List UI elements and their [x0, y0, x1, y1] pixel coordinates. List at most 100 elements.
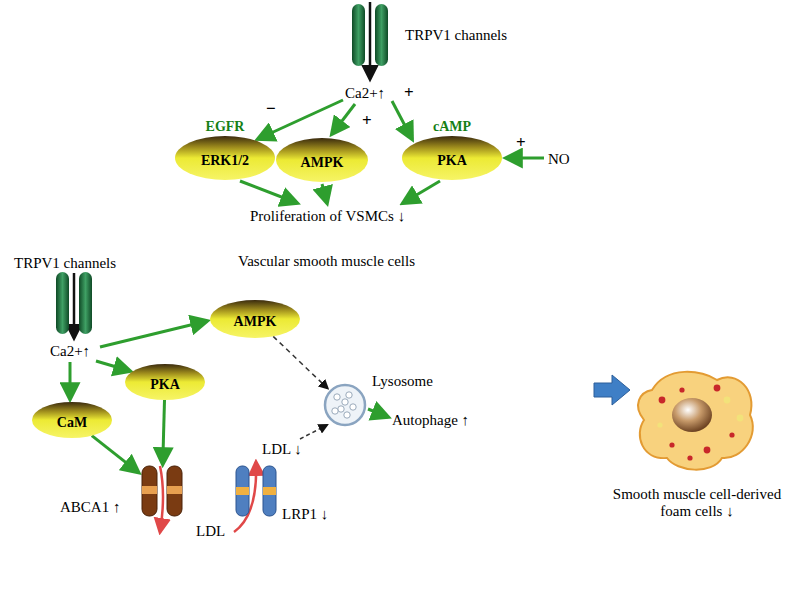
abca-shape: ABCA1 ↑	[140, 466, 184, 516]
text-holder: +	[404, 83, 414, 103]
connector-arrow	[273, 336, 327, 388]
protein-oval: CaM	[32, 402, 112, 438]
lipid-droplet	[657, 422, 662, 427]
node-label: Proliferation of VSMCs ↓	[250, 208, 405, 224]
text-holder: PKA	[125, 364, 205, 400]
connector-arrow	[92, 436, 139, 473]
signal-arrow	[96, 361, 130, 371]
signal-arrow	[332, 104, 355, 134]
vesicle	[342, 399, 348, 405]
channel-shape: TRPV1 channels	[352, 4, 388, 66]
effect-sign: +	[404, 83, 414, 102]
lrp-shape: LRP1 ↓	[236, 466, 276, 516]
lipid-droplet	[737, 415, 744, 422]
node-label: Lysosome	[372, 373, 433, 389]
connector-arrow	[163, 400, 165, 464]
text-holder: ERK1/2	[175, 136, 275, 180]
signal-arrow	[368, 409, 388, 417]
text-holder: CaM	[32, 402, 112, 438]
text-holder: AMPK	[276, 138, 368, 182]
node-label: Smooth muscle cell-derived foam cells ↓	[607, 486, 787, 521]
signal-arrow	[403, 181, 440, 203]
text-holder: Ca2+↑	[345, 84, 385, 102]
node-label: ABCA1 ↑	[60, 499, 120, 515]
ldl-uptake-arrow	[234, 462, 256, 532]
text-holder: EGFR	[206, 117, 245, 135]
cell-body: Ca2+↑Proliferation of VSMCs ↓EGFRERK1/2A…	[130, 28, 710, 246]
signal-arrow	[506, 157, 544, 160]
text-holder: Lysosome	[372, 372, 433, 390]
protein-oval: EGFRERK1/2	[175, 136, 275, 180]
vesicle	[350, 404, 356, 410]
vesicle	[332, 408, 338, 414]
vesicle	[334, 394, 340, 400]
lipid-droplet	[669, 442, 674, 447]
effect-sign: −	[266, 99, 276, 118]
text-holder: LDL	[196, 522, 225, 540]
text-holder: ABCA1 ↑	[60, 498, 120, 516]
text-holder: TRPV1 channels	[14, 254, 116, 272]
text-holder: −	[266, 99, 276, 119]
blob2-outline	[10, 278, 592, 518]
signal-arrow	[240, 181, 297, 203]
vesicle	[346, 392, 352, 398]
channel-outline	[56, 272, 92, 334]
text-holder: +	[362, 111, 372, 131]
protein-name: AMPK	[301, 155, 344, 171]
signal-arrow	[100, 321, 207, 347]
text-holder: +	[516, 133, 526, 153]
cell-body: Ca2+↑ AMPK PKA CaM Lysosome	[10, 278, 592, 518]
annotation-label: NO	[548, 151, 570, 167]
node-label: LRP1 ↓	[282, 506, 328, 522]
annotation-label: LDL ↓	[262, 441, 302, 457]
node-label: TRPV1 channels	[405, 27, 507, 43]
protein-oval: AMPK	[276, 138, 368, 182]
protein-name: PKA	[150, 377, 180, 393]
lyso-outline	[323, 383, 367, 427]
lrp-outline	[236, 466, 276, 516]
calcium-influx-arrow	[369, 2, 372, 79]
abca-outline	[140, 466, 184, 516]
text-holder: AMPK	[210, 300, 300, 338]
text-holder: LRP1 ↓	[282, 505, 328, 523]
protein-oval: AMPK	[210, 300, 300, 338]
protein-name: AMPK	[234, 314, 277, 330]
signal-arrow	[392, 101, 412, 139]
signal-arrow	[322, 184, 327, 203]
lipid-droplet	[714, 385, 721, 392]
node-label: TRPV1 channels	[14, 255, 116, 271]
channel-shape: TRPV1 channels	[56, 272, 92, 334]
node-label: Ca2+↑	[345, 85, 385, 101]
lipid-droplet	[659, 397, 666, 404]
signal-arrows	[70, 100, 544, 417]
text-holder: Proliferation of VSMCs ↓	[250, 207, 405, 225]
ldl-uptake-dashed-arrow	[300, 425, 327, 439]
lipid-droplet	[729, 432, 734, 437]
text-holder: Ca2+↑	[50, 342, 90, 360]
effect-sign: +	[516, 133, 526, 152]
cholesterol-efflux-arrow	[160, 466, 163, 532]
signal-arrow	[69, 362, 72, 399]
text-holder: cAMP	[433, 117, 471, 135]
signal-arrow	[258, 100, 343, 139]
block-arrow	[594, 375, 630, 405]
text-holder: Smooth muscle cell-derived foam cells ↓	[607, 486, 787, 521]
protein-name: CaM	[57, 415, 87, 431]
annotation-label: Vascular smooth muscle cells	[238, 253, 415, 269]
lipid-droplet	[704, 447, 711, 454]
protein-oval: PKA	[125, 364, 205, 400]
channel-outline	[352, 4, 388, 66]
text-holder: TRPV1 channels	[405, 26, 507, 44]
lyso-shape: Lysosome	[323, 383, 367, 427]
vesicle	[344, 412, 350, 418]
text-holder: NO	[548, 150, 570, 168]
node-label: Ca2+↑	[50, 343, 90, 359]
protein-oval: cAMPPKA	[402, 136, 502, 180]
text-holder: PKA	[402, 136, 502, 180]
annotation-label: LDL	[196, 523, 225, 539]
protein-heading: EGFR	[206, 119, 245, 134]
text-holder: Autophage ↑	[392, 411, 469, 429]
protein-name: ERK1/2	[201, 153, 249, 169]
vesicle	[338, 406, 344, 412]
